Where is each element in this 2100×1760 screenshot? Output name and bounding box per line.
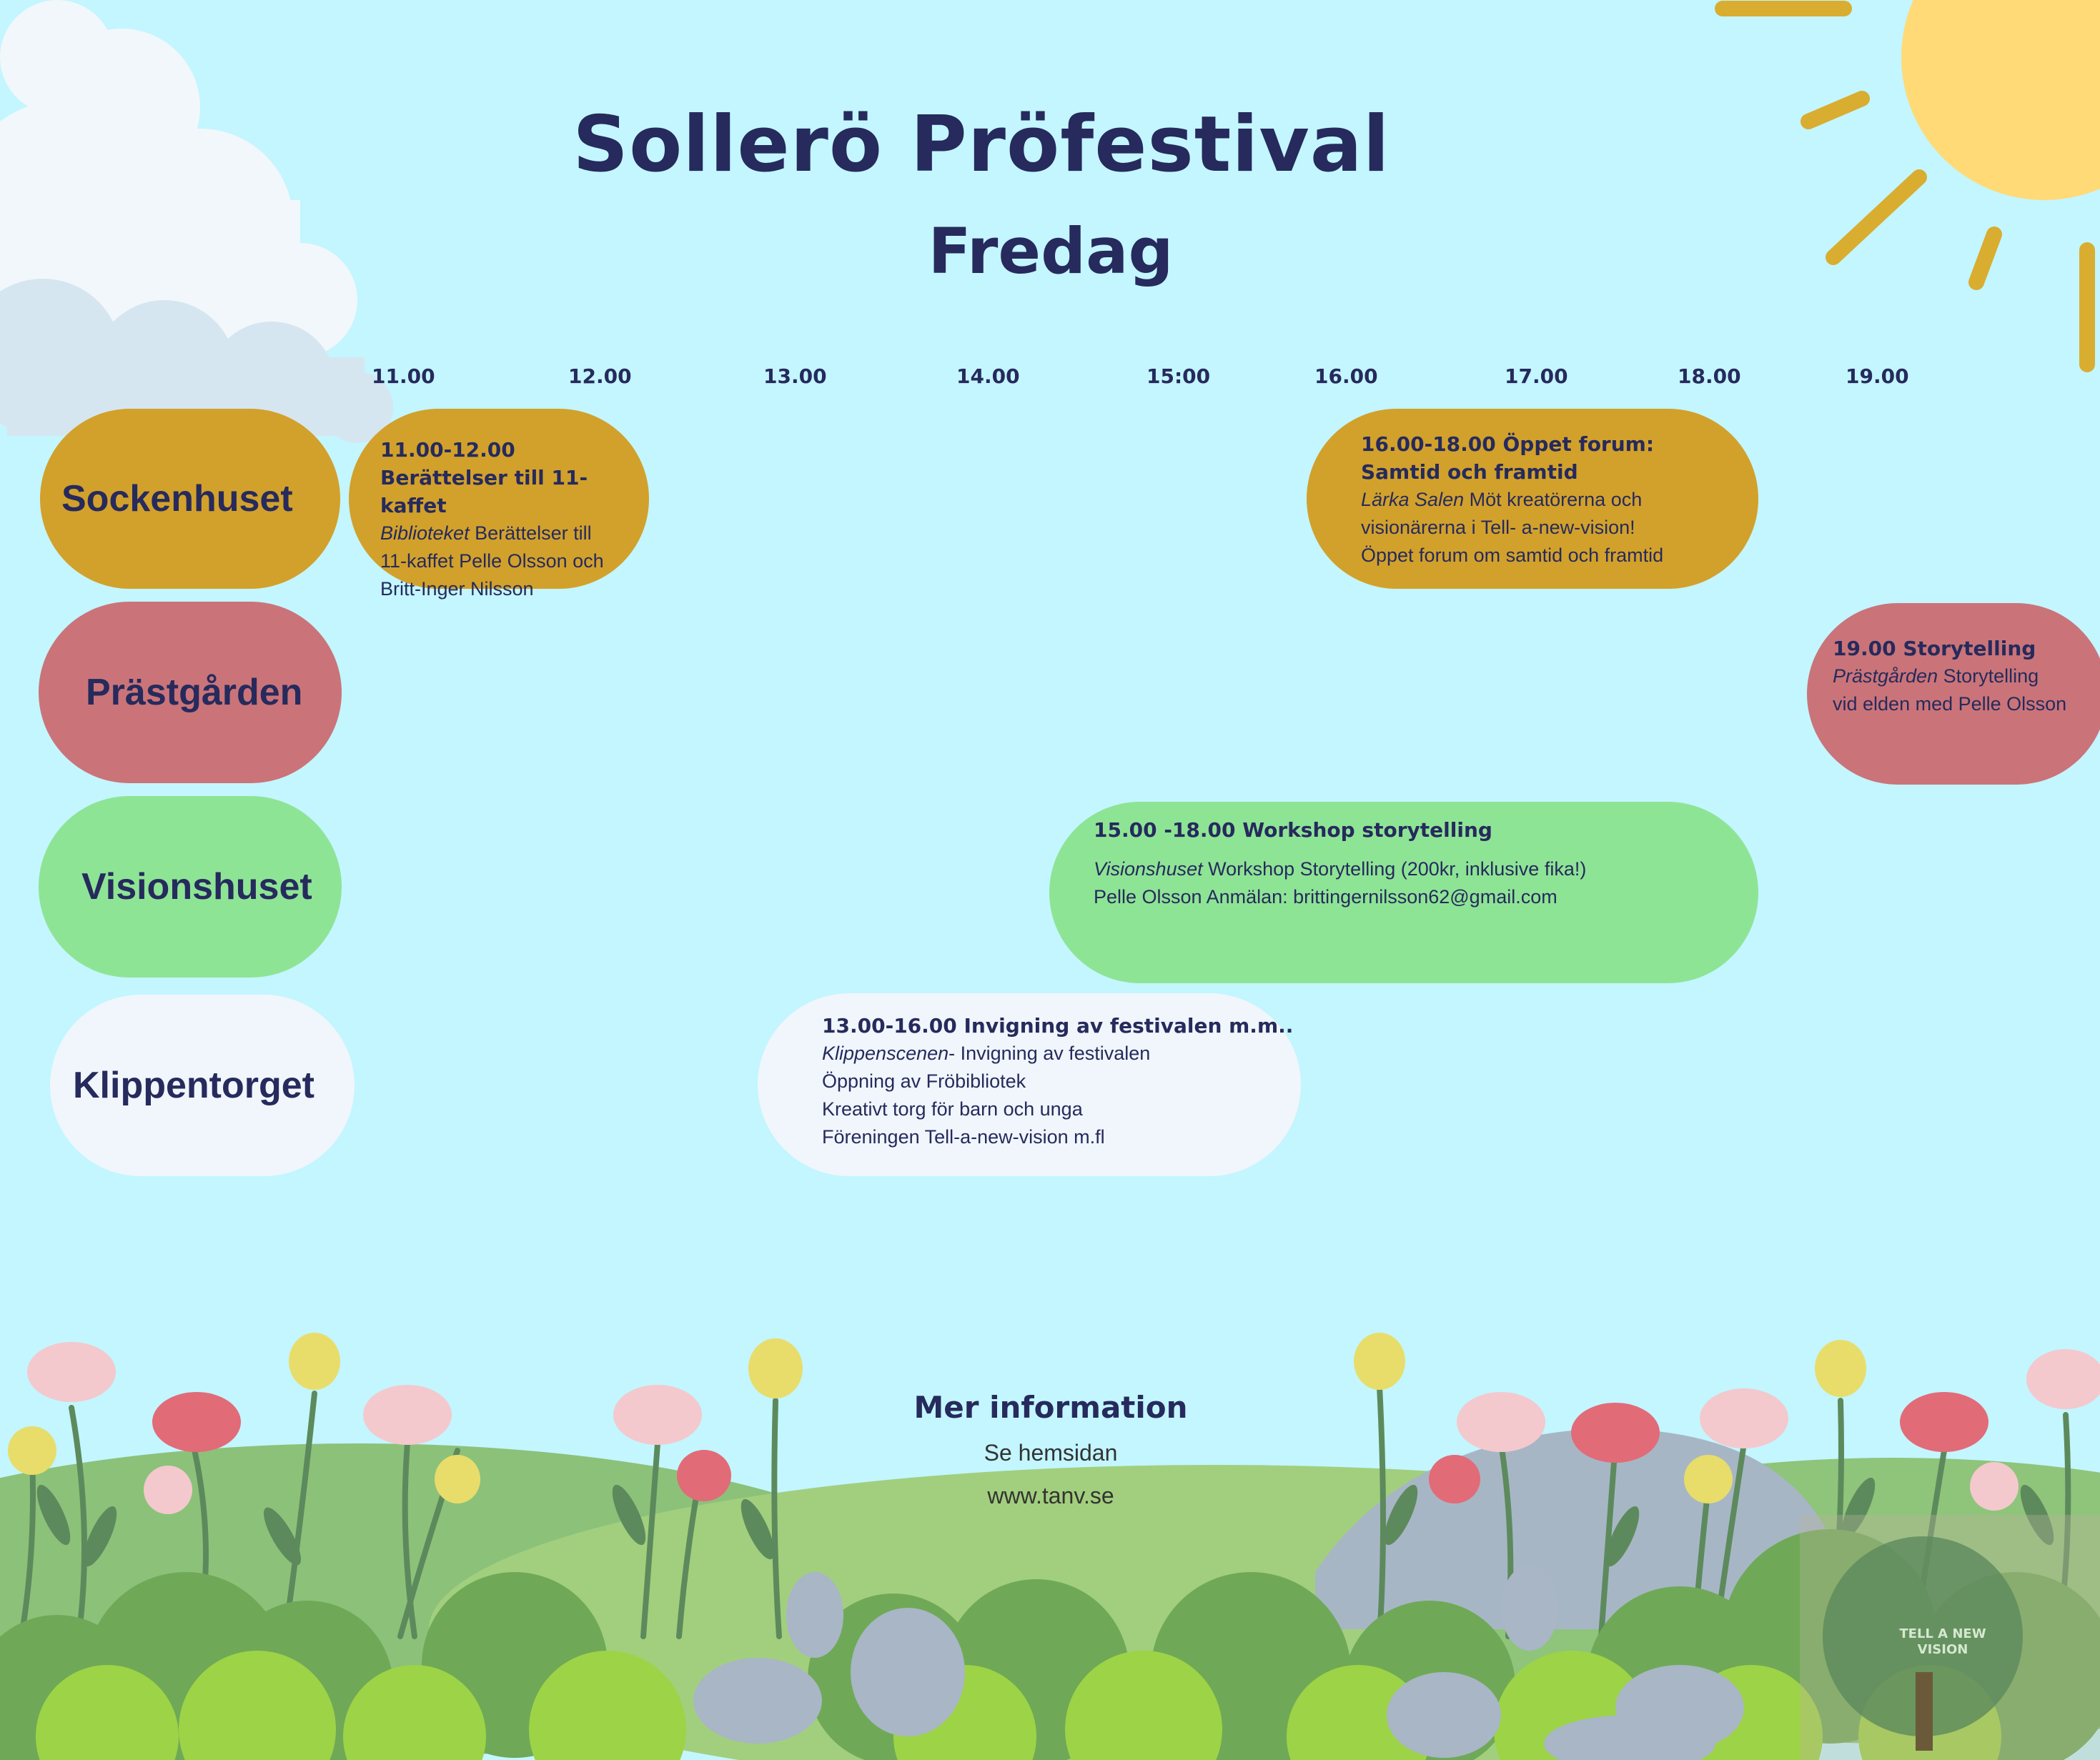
page-title: Sollerö Pröfestival [573, 100, 1390, 189]
event-place: Biblioteket [380, 522, 470, 544]
landscape-illustration: TELL A NEW VISION [0, 1333, 2100, 1760]
event-text: Föreningen Tell-a-new-vision m.fl [822, 1126, 1105, 1148]
event-place: Prästgården [1833, 665, 1938, 687]
event-title: 19.00 Storytelling [1833, 637, 2036, 660]
sun-icon [1715, 0, 2100, 372]
event-visionshuset: 15.00 -18.00 Workshop storytelling Visio… [1049, 802, 1758, 983]
event-title: 13.00-16.00 Invigning av festivalen m.m.… [822, 1014, 1294, 1038]
event-description: Klippenscenen- Invigning av festivalen [822, 1040, 1301, 1068]
event-title: Berättelser till 11-kaffet [380, 466, 588, 517]
event-text: Workshop Storytelling (200kr, inklusive … [1202, 858, 1587, 880]
info-text: Se hemsidan [984, 1440, 1118, 1466]
venue-visionshuset: Visionshuset [39, 796, 342, 978]
svg-text:VISION: VISION [1918, 1642, 1968, 1657]
venue-klippentorget: Klippentorget [50, 995, 355, 1176]
event-place: Lärka Salen [1361, 489, 1465, 510]
event-text: Möt kreatörerna och [1464, 489, 1643, 510]
time-label: 11.00 [372, 364, 435, 388]
event-text: Britt-Inger Nilsson [380, 578, 534, 600]
event-text: 11-kaffet Pelle Olsson och [380, 550, 604, 572]
event-text: Öppet forum om samtid och framtid [1361, 545, 1664, 566]
day-title: Fredag [928, 214, 1174, 288]
event-text: - Invigning av festivalen [949, 1043, 1151, 1064]
event-text: Pelle Olsson Anmälan: brittingernilsson6… [1094, 886, 1557, 908]
svg-text:TELL A NEW: TELL A NEW [1899, 1626, 1986, 1641]
event-title: Samtid och framtid [1361, 460, 1578, 484]
venue-sockenhuset: Sockenhuset [40, 409, 340, 589]
event-title: 15.00 -18.00 Workshop storytelling [1094, 818, 1492, 842]
time-label: 16.00 [1314, 364, 1378, 388]
time-label: 17.00 [1505, 364, 1568, 388]
event-text: Öppning av Fröbibliotek [822, 1070, 1026, 1092]
event-place: Visionshuset [1094, 858, 1203, 880]
event-place: Klippenscenen [822, 1043, 949, 1064]
time-label: 13.00 [763, 364, 827, 388]
event-time: 11.00-12.00 [380, 438, 515, 462]
time-label: 19.00 [1846, 364, 1909, 388]
venue-label: Visionshuset [81, 866, 312, 908]
venue-label: Klippentorget [73, 1065, 314, 1106]
event-text: visionärerna i Tell- a-new-vision! [1361, 517, 1635, 538]
event-prastgarden: 19.00 Storytelling Prästgården Storytell… [1807, 603, 2100, 785]
time-label: 12.00 [568, 364, 632, 388]
event-description: Visionshuset Workshop Storytelling (200k… [1094, 855, 1758, 883]
time-label: 14.00 [956, 364, 1020, 388]
venue-prastgarden: Prästgården [39, 602, 342, 783]
event-sockenhuset-1: 11.00-12.00 Berättelser till 11-kaffet B… [349, 409, 649, 600]
event-time: 16.00-18.00 Öppet forum: [1361, 432, 1655, 456]
event-description: Biblioteket Berättelser till [380, 519, 649, 547]
event-text: Berättelser till [469, 522, 592, 544]
event-text: Storytelling [1938, 665, 2039, 687]
event-klippentorget: 13.00-16.00 Invigning av festivalen m.m.… [758, 993, 1301, 1176]
event-sockenhuset-2: 16.00-18.00 Öppet forum: Samtid och fram… [1307, 409, 1758, 589]
venue-label: Prästgården [86, 672, 303, 713]
venue-label: Sockenhuset [61, 478, 293, 519]
time-label: 18.00 [1678, 364, 1741, 388]
info-link[interactable]: www.tanv.se [987, 1483, 1114, 1508]
logo-icon: TELL A NEW VISION [1800, 1515, 2100, 1760]
event-description: Prästgården Storytelling [1833, 662, 2100, 690]
event-description: Lärka Salen Möt kreatörerna och [1361, 486, 1758, 514]
time-label: 15:00 [1146, 364, 1211, 388]
event-text: vid elden med Pelle Olsson [1833, 693, 2067, 715]
info-heading: Mer information [913, 1390, 1188, 1425]
cloud-icon [0, 0, 393, 443]
event-text: Kreativt torg för barn och unga [822, 1098, 1083, 1120]
